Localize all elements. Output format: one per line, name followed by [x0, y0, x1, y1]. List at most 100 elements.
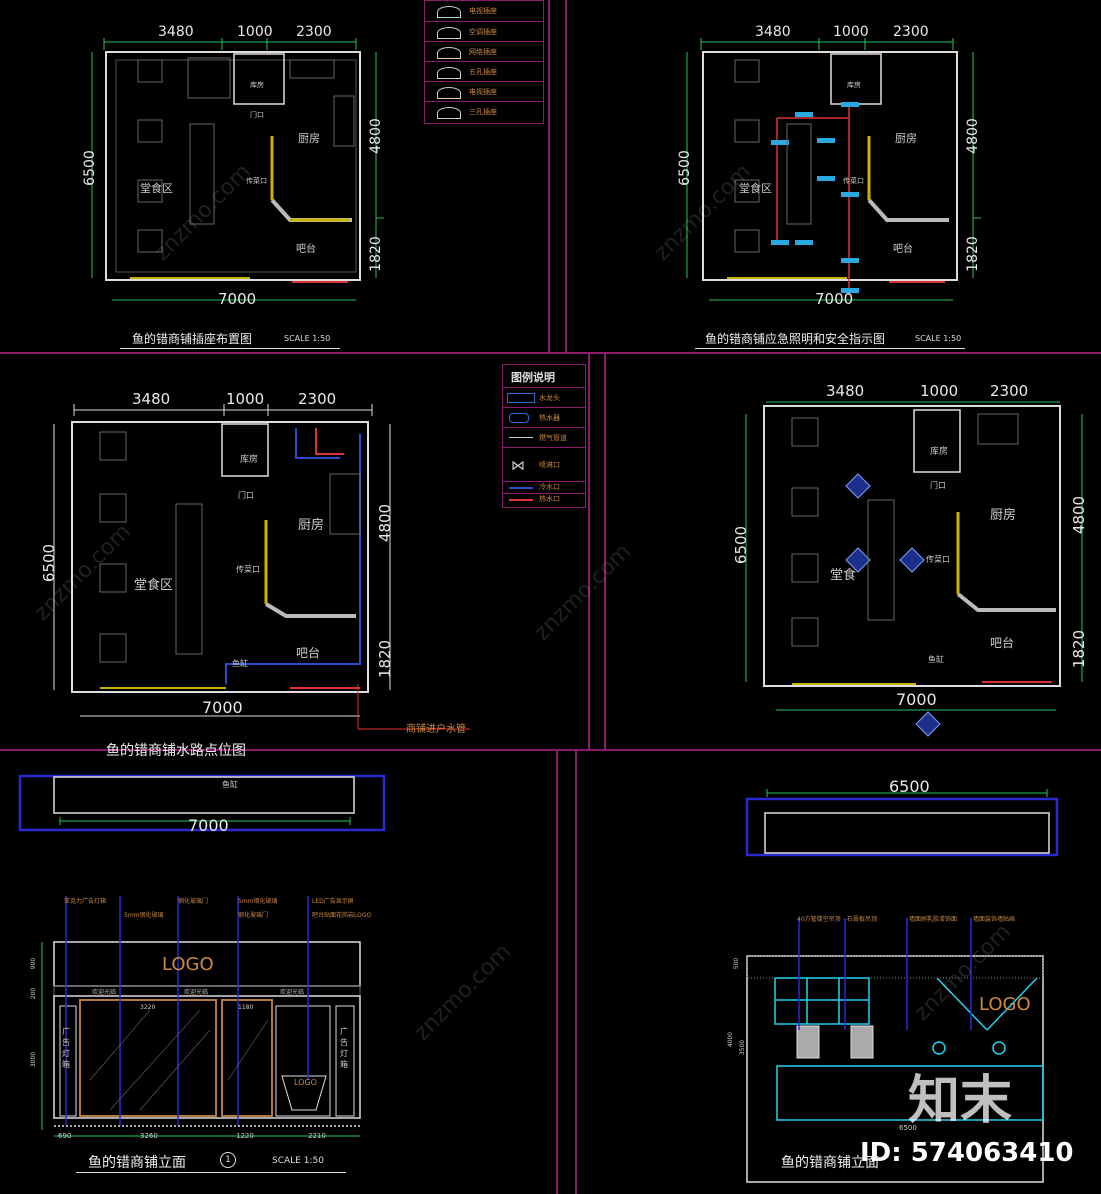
p3-note-inlet: 商铺进户水管	[406, 724, 466, 735]
legend1-row-icon	[437, 27, 461, 39]
elev1-scale: SCALE 1:50	[272, 1156, 324, 1166]
p6-dim-top: 6500	[889, 777, 930, 796]
legend2-row-icon	[509, 413, 529, 423]
plan-strip-left: 鱼缸 7000	[0, 751, 556, 851]
p2-dim-right-1: 4800	[964, 118, 981, 154]
p3-dim-top-3: 2300	[298, 390, 337, 408]
p4-room-kitchen: 厨房	[990, 508, 1017, 523]
elev1-note-6: LED广告显示屏	[312, 898, 354, 905]
elev1-side-right: 广告灯箱	[340, 1027, 348, 1069]
legend1-row: 五孔插座	[425, 61, 543, 82]
elev1-dim-left-1: 900	[30, 957, 38, 970]
plan-strip-right: 6500	[577, 751, 1101, 871]
p2-dim-top-2: 1000	[833, 24, 869, 40]
plan5-drawing	[18, 774, 386, 832]
p4-dim-top-3: 2300	[990, 382, 1029, 400]
elev1-note-2: 5mm钢化玻璃	[124, 912, 164, 919]
plan-index: 3480 1000 2300 6500 4800 1820 7000 厨房 堂食…	[606, 354, 1101, 749]
p3-room-door: 门口	[238, 491, 254, 500]
elev1-band-1: 欢迎光临	[92, 989, 117, 996]
p3-room-dining: 堂食区	[134, 578, 174, 593]
plan-socket-layout: 3480 1000 2300 6500 4800 1820 7000 厨房 堂食…	[0, 0, 548, 352]
elev1-title: 鱼的错商铺立面	[88, 1155, 186, 1171]
elev1-dim-inner-2: 1180	[238, 1004, 254, 1011]
p1-title: 鱼的错商铺插座布置图	[132, 332, 253, 346]
legend1-item-6: 三孔插座	[469, 108, 497, 116]
p2-dim-left: 6500	[676, 150, 693, 186]
brand-logo: 知末	[908, 1071, 1013, 1131]
legend1-item-3: 网络插座	[469, 48, 497, 56]
elev1-note-5: 钢化玻璃门	[238, 912, 269, 919]
p1-dim-top-2: 1000	[237, 24, 273, 40]
legend1-row-icon	[437, 47, 461, 59]
legend-sockets: 电视插座 空调插座 网络插座 五孔插座 电视插座 三孔插座	[424, 0, 544, 124]
legend2-item-5: 冷水口	[539, 483, 560, 491]
p4-dim-left: 6500	[732, 525, 751, 565]
elev1-dim-left-3: 3000	[30, 1051, 38, 1068]
plan2-drawing	[686, 38, 981, 301]
legend2-row: 水龙头	[503, 387, 585, 408]
p2-room-kitchen: 厨房	[895, 132, 917, 145]
p4-room-bar: 吧台	[990, 636, 1015, 650]
divider-v5	[556, 751, 558, 1194]
p1-room-kitchen: 厨房	[298, 132, 320, 145]
legend1-row-icon	[437, 87, 461, 99]
p1-dim-top-3: 2300	[296, 24, 332, 40]
elevation-front: 亚克力广告灯箱 5mm钢化玻璃 钢化玻璃门 5mm钢化玻璃 钢化玻璃门 LED广…	[0, 880, 556, 1194]
p2-dim-top-3: 2300	[893, 24, 929, 40]
p3-room-fish: 鱼缸	[232, 659, 248, 668]
brand-id: ID: 574063410	[860, 1138, 1074, 1168]
legend1-item-4: 五孔插座	[469, 68, 497, 76]
p3-room-kitchen: 厨房	[298, 518, 325, 533]
p2-room-dining: 堂食区	[739, 182, 772, 195]
legend2-row-icon	[509, 487, 533, 489]
p2-room-bar: 吧台	[893, 244, 913, 255]
elev1-dim-b-2: 3260	[140, 1132, 158, 1140]
p1-room-pass: 传菜口	[246, 177, 267, 185]
p3-room-pass: 传菜口	[236, 565, 260, 574]
elev2-note-2: 石膏板吊顶	[847, 916, 878, 923]
elev1-side-left: 广告灯箱	[62, 1027, 70, 1069]
legend1-item-2: 空调插座	[469, 28, 497, 36]
elev2-note-1: 40方管镂空吊顶	[797, 916, 841, 923]
plan-water-points: 3480 1000 2300 6500 4800 1820 7000 厨房 堂食…	[0, 354, 588, 759]
legend1-row-icon	[437, 107, 461, 119]
p1-dim-top-1: 3480	[158, 24, 194, 40]
p1-room-door: 门口	[250, 111, 264, 119]
elevation-side: 40方管镂空吊顶 石膏板吊顶 墙面刷乳胶漆饰面 墙面装饰墙贴画 LOGO 500…	[577, 880, 1101, 1194]
p1-scale: SCALE 1:50	[284, 334, 331, 343]
elev2-dim-bottom: 6500	[899, 1124, 917, 1132]
p3-dim-right-2: 1820	[376, 639, 395, 679]
p3-room-store: 库房	[240, 455, 259, 465]
divider-v6	[575, 751, 577, 1194]
divider-v1	[548, 0, 550, 352]
elev1-dim-b-3: 1220	[236, 1132, 254, 1140]
plan1-drawing	[91, 38, 384, 301]
p2-title: 鱼的错商铺应急照明和安全指示图	[705, 332, 886, 346]
p1-room-dining: 堂食区	[140, 182, 173, 195]
p1-dim-left: 6500	[81, 150, 98, 186]
divider-h1	[0, 352, 1101, 354]
elev1-dim-left-2: 200	[30, 987, 38, 1000]
elev1-logo-small: LOGO	[294, 1078, 317, 1087]
legend1-item-1: 电视插座	[469, 7, 497, 15]
legend2-row: 燃气管道	[503, 427, 585, 448]
legend2-title: 图例说明	[511, 371, 555, 384]
elev1-drawing	[41, 896, 361, 1137]
p1-dim-right-2: 1820	[367, 236, 384, 272]
p3-dim-left: 6500	[40, 543, 59, 583]
legend2-row-icon: ⋈	[511, 458, 525, 474]
legend1-row: 电视插座	[425, 81, 543, 102]
plan3-drawing	[53, 404, 470, 730]
p1-dim-bottom: 7000	[218, 290, 257, 308]
legend2-item-6: 热水口	[539, 495, 560, 503]
legend2-row-icon	[509, 499, 533, 501]
legend1-row: 空调插座	[425, 21, 543, 42]
legend2-row: 冷水口	[503, 481, 585, 494]
elev2-drawing	[746, 918, 1044, 1183]
elev1-band-2: 欢迎光临	[184, 989, 209, 996]
plan4-drawing	[745, 401, 1083, 737]
legend2-row-icon	[507, 393, 535, 403]
p3-dim-bottom: 7000	[202, 698, 243, 717]
p4-dim-top-1: 3480	[826, 382, 865, 400]
